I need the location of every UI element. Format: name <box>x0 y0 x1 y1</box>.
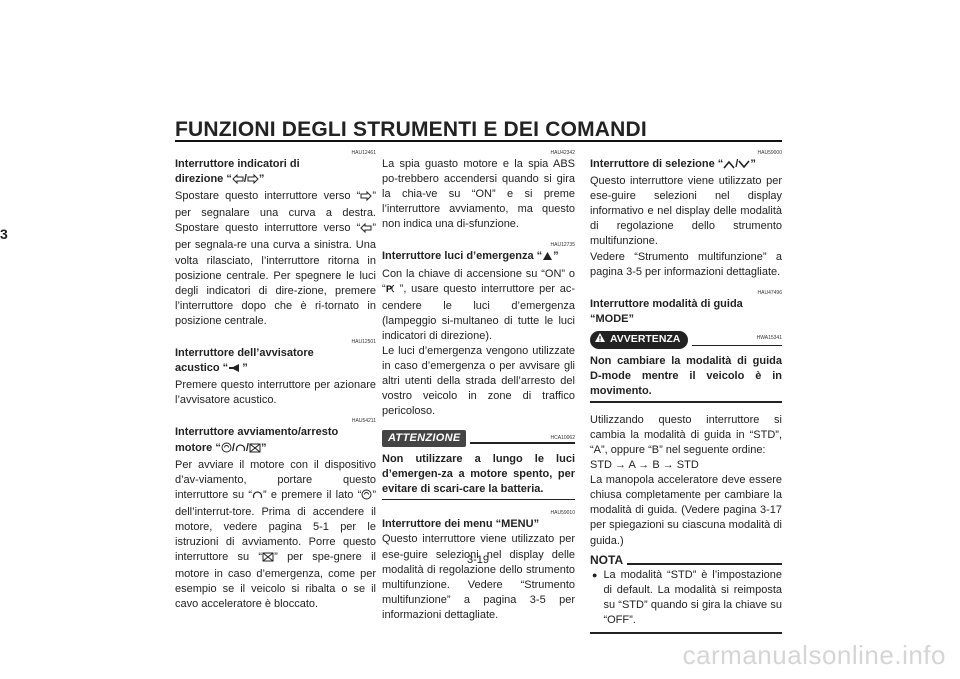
attention-badge: ATTENZIONE <box>382 429 467 447</box>
down-icon <box>738 159 750 174</box>
note-end-rule <box>590 632 782 634</box>
turn-left-icon <box>232 173 244 189</box>
mode-switch-title: Interruttore modalità di guida “MODE” <box>590 297 743 325</box>
mode-sequence: STD → A → B → STD <box>590 459 699 472</box>
section-code: HAU47496 <box>757 289 782 296</box>
select-switch-title: Interruttore di selezione “/” <box>590 157 782 174</box>
note-bullet: ● La modalità “STD” è l’impostazione di … <box>590 568 782 628</box>
section-code: HAU59000 <box>757 150 782 156</box>
turn-right-icon <box>360 190 373 206</box>
warning-end-rule <box>590 401 782 403</box>
section-code: HAU12735 <box>550 242 575 249</box>
note-rule <box>627 563 782 565</box>
note-label: NOTA <box>590 552 624 567</box>
chapter-number: 3 <box>0 226 8 242</box>
start-icon <box>221 442 232 458</box>
mode-text-1: Utilizzando questo interruttore si cambi… <box>590 413 782 456</box>
svg-text:P: P <box>386 284 392 294</box>
stop-icon <box>249 442 261 458</box>
section-code: HWA15341 <box>756 335 782 342</box>
start-stop-text: Per avviare il motore con il dispositivo… <box>175 458 376 611</box>
hazard-switch-title: Interruttore luci d’emergenza “” <box>382 249 575 266</box>
up-icon <box>723 159 735 174</box>
turn-signal-text: Spostare questo interruttore verso “” pe… <box>175 190 376 327</box>
page-number: 3-19 <box>467 554 490 566</box>
parking-icon: P <box>386 283 400 299</box>
horn-switch-title: Interruttore dell’avvisatore acustico “” <box>175 346 376 378</box>
menu-switch-text: Questo interruttore viene utilizzato per… <box>382 533 575 621</box>
stop-icon <box>262 551 274 567</box>
run-icon <box>235 442 246 458</box>
section-code: HAU12461 <box>351 150 376 156</box>
page-title: FUNZIONI DEGLI STRUMENTI E DEI COMANDI <box>175 118 647 141</box>
watermark: carmanualsonline.info <box>682 640 946 670</box>
turn-left-icon <box>360 223 372 238</box>
section-code: HAU42342 <box>550 150 575 156</box>
start-stop-switch-title: Interruttore avviamento/arresto motore “… <box>175 425 376 457</box>
note-text: La modalità “STD” è l’impostazione di de… <box>603 568 782 627</box>
select-switch-text: Questo interruttore viene utilizzato per… <box>590 175 782 248</box>
column-3: HAU59000 Interruttore di selezione “/” Q… <box>590 150 782 644</box>
start-icon <box>361 489 372 505</box>
attention-header: ATTENZIONE <box>382 429 575 447</box>
warning-rule <box>692 344 782 347</box>
section-code: HAU12501 <box>351 339 376 346</box>
title-rule <box>175 140 782 142</box>
turn-right-icon <box>247 173 259 189</box>
hazard-icon <box>542 251 553 266</box>
attention-end-rule <box>382 498 575 501</box>
warning-badge: AVVERTENZA <box>590 330 689 350</box>
horn-icon <box>228 363 242 378</box>
bullet-icon: ● <box>592 569 598 580</box>
section-code: HAU59010 <box>550 510 575 517</box>
run-icon <box>252 489 263 505</box>
column-1: HAU12461 Interruttore indicatori di dire… <box>175 150 376 613</box>
turn-signal-switch-title: Interruttore indicatori di direzione “/” <box>175 157 376 189</box>
section-code: HAU54211 <box>351 418 376 425</box>
warning-text: Non cambiare la modalità di guida D-mode… <box>590 355 782 398</box>
horn-text: Premere questo interruttore per azionare… <box>175 379 376 407</box>
warning-icon <box>594 332 606 348</box>
warning-light-text: La spia guasto motore e la spia ABS po-t… <box>382 158 575 231</box>
attention-rule <box>470 442 575 444</box>
hazard-text-1: Con la chiave di accensione su “ON” o “P… <box>382 267 575 342</box>
section-code: HCA10062 <box>550 434 575 441</box>
mode-text-2: La manopola acceleratore deve essere chi… <box>590 474 782 547</box>
note-header: NOTA <box>590 553 782 568</box>
warning-header: AVVERTENZA <box>590 330 782 350</box>
menu-switch-title: Interruttore dei menu “MENU” <box>382 518 540 531</box>
select-switch-text-2: Vedere “Strumento multifunzione” a pagin… <box>590 250 782 278</box>
attention-text: Non utilizzare a lungo le luci d’emergen… <box>382 452 575 495</box>
column-2: HAU42342 La spia guasto motore e la spia… <box>382 150 575 623</box>
hazard-text-2: Le luci d’emergenza vengono utilizzate i… <box>382 345 575 418</box>
